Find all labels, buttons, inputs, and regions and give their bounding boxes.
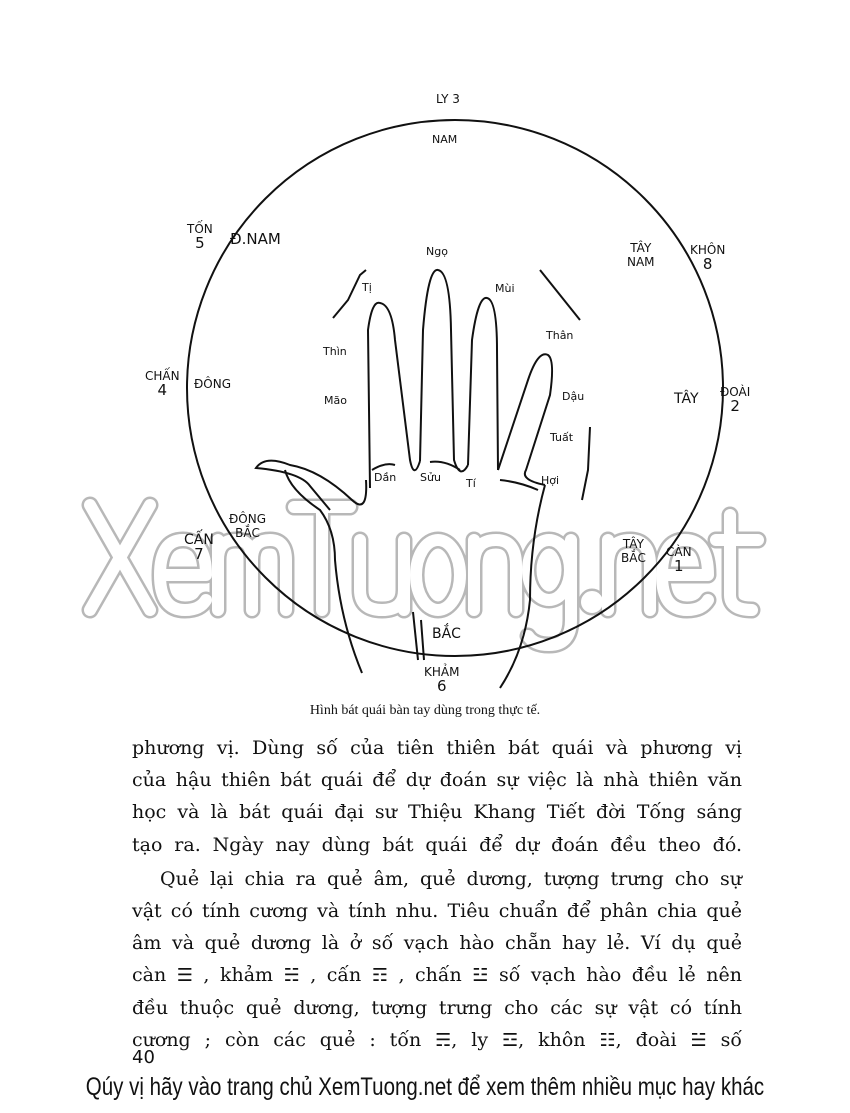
page-number: 40 [132, 1047, 155, 1068]
label-tay: TÂY [674, 391, 699, 407]
trigram-ly-icon: ☲ [502, 1030, 519, 1051]
dong-bac-line1: ĐÔNG [229, 512, 267, 526]
chan-number: 4 [157, 381, 168, 399]
text: , ly [451, 1029, 489, 1051]
tay-bac-line2: BẮC [621, 551, 646, 565]
ton-number: 5 [195, 234, 205, 252]
branch-label: Dậu [562, 390, 585, 403]
branch-label: Hợi [541, 474, 560, 487]
text-line: học và là bát quái đại sư Thiệu Khang Ti… [132, 801, 742, 823]
trigram-khon-icon: ☷ [599, 1030, 616, 1051]
trigram-can-mountain-icon: ☶ [371, 965, 388, 986]
branch-label: Tí [466, 477, 476, 490]
hand-drawing [254, 269, 591, 689]
ton-text: TỐN [187, 222, 213, 236]
branch-label: Ngọ [426, 245, 448, 258]
footer-notice: Qúy vị hãy vào trang chủ XemTuong.net để… [85, 1073, 765, 1101]
trigram-kham-icon: ☵ [283, 965, 300, 986]
branch-label: Dần [374, 471, 397, 484]
text: càn [132, 964, 167, 986]
doai-text: ĐOÀI [720, 385, 751, 399]
text: , đoài [615, 1029, 677, 1051]
can1-text: CÀN [666, 545, 692, 559]
text-line: âm và quẻ dương là ở số vạch hào chẵn ha… [132, 932, 742, 954]
text: , khảm [203, 964, 274, 986]
text: cương ; còn các quẻ : tốn [132, 1029, 422, 1051]
text: số vạch hào đều lẻ nên [498, 964, 742, 986]
tay-nam-line2: NAM [627, 255, 655, 269]
trigram-doai-icon: ☱ [690, 1030, 707, 1051]
branch-label: Tuất [550, 431, 574, 444]
text: số [720, 1029, 742, 1051]
trigram-ton-icon: ☴ [435, 1030, 452, 1051]
bagua-hand-figure [186, 119, 724, 689]
trigram-can-icon: ☰ [176, 965, 193, 986]
kham-text: KHẢM [424, 665, 460, 679]
text: , cấn [310, 964, 362, 986]
text-line-trigrams: cương ; còn các quẻ : tốn ☴, ly ☲, khôn … [132, 1028, 742, 1053]
text-line: Quẻ lại chia ra quẻ âm, quẻ dương, tượng… [160, 868, 742, 890]
trigram-chan-icon: ☳ [472, 965, 489, 986]
chan-text: CHẤN [145, 369, 180, 383]
text-line: của hậu thiên bát quái để dự đoán sự việ… [132, 769, 742, 791]
branch-label: Sửu [420, 471, 441, 484]
text: , chấn [398, 964, 462, 986]
can1-number: 1 [674, 557, 684, 575]
tay-nam-line1: TÂY [630, 241, 652, 255]
label-bac: BẮC [432, 626, 461, 642]
tay-bac-line1: TÂY [622, 537, 644, 551]
label-dong-nam: Đ.NAM [230, 230, 281, 248]
figure-caption: Hình bát quái bàn tay dùng trong thực tế… [309, 703, 541, 718]
doai-number: 2 [730, 397, 740, 415]
can7-text: CẤN [184, 532, 214, 548]
text-line: vật có tính cương và tính nhu. Tiêu chuẩ… [132, 900, 742, 922]
branch-label: Mùi [495, 282, 515, 295]
compass-circle [186, 119, 724, 657]
text-line: phương vị. Dùng số của tiên thiên bát qu… [132, 737, 742, 759]
khon-number: 8 [702, 255, 713, 273]
text-line-trigrams: càn ☰ , khảm ☵ , cấn ☶ , chấn ☳ số vạch … [132, 963, 742, 988]
dong-bac-line2: BẮC [235, 526, 260, 540]
text-line: tạo ra. Ngày nay dùng bát quái để dự đoá… [132, 834, 742, 856]
text: , khôn [518, 1029, 586, 1051]
label-dong: ĐÔNG [194, 377, 232, 391]
branch-label: Thìn [323, 345, 347, 358]
label-ly: LY 3 [436, 92, 460, 106]
khon-text: KHÔN [690, 243, 726, 257]
branch-label: Mão [324, 394, 347, 407]
can7-number: 7 [194, 545, 204, 563]
branch-label: Tị [362, 281, 372, 294]
branch-label: Thân [546, 329, 574, 342]
label-nam: NAM [432, 133, 458, 146]
text-line: đều thuộc quẻ dương, tượng trưng cho các… [132, 997, 742, 1019]
kham-number: 6 [436, 677, 447, 695]
